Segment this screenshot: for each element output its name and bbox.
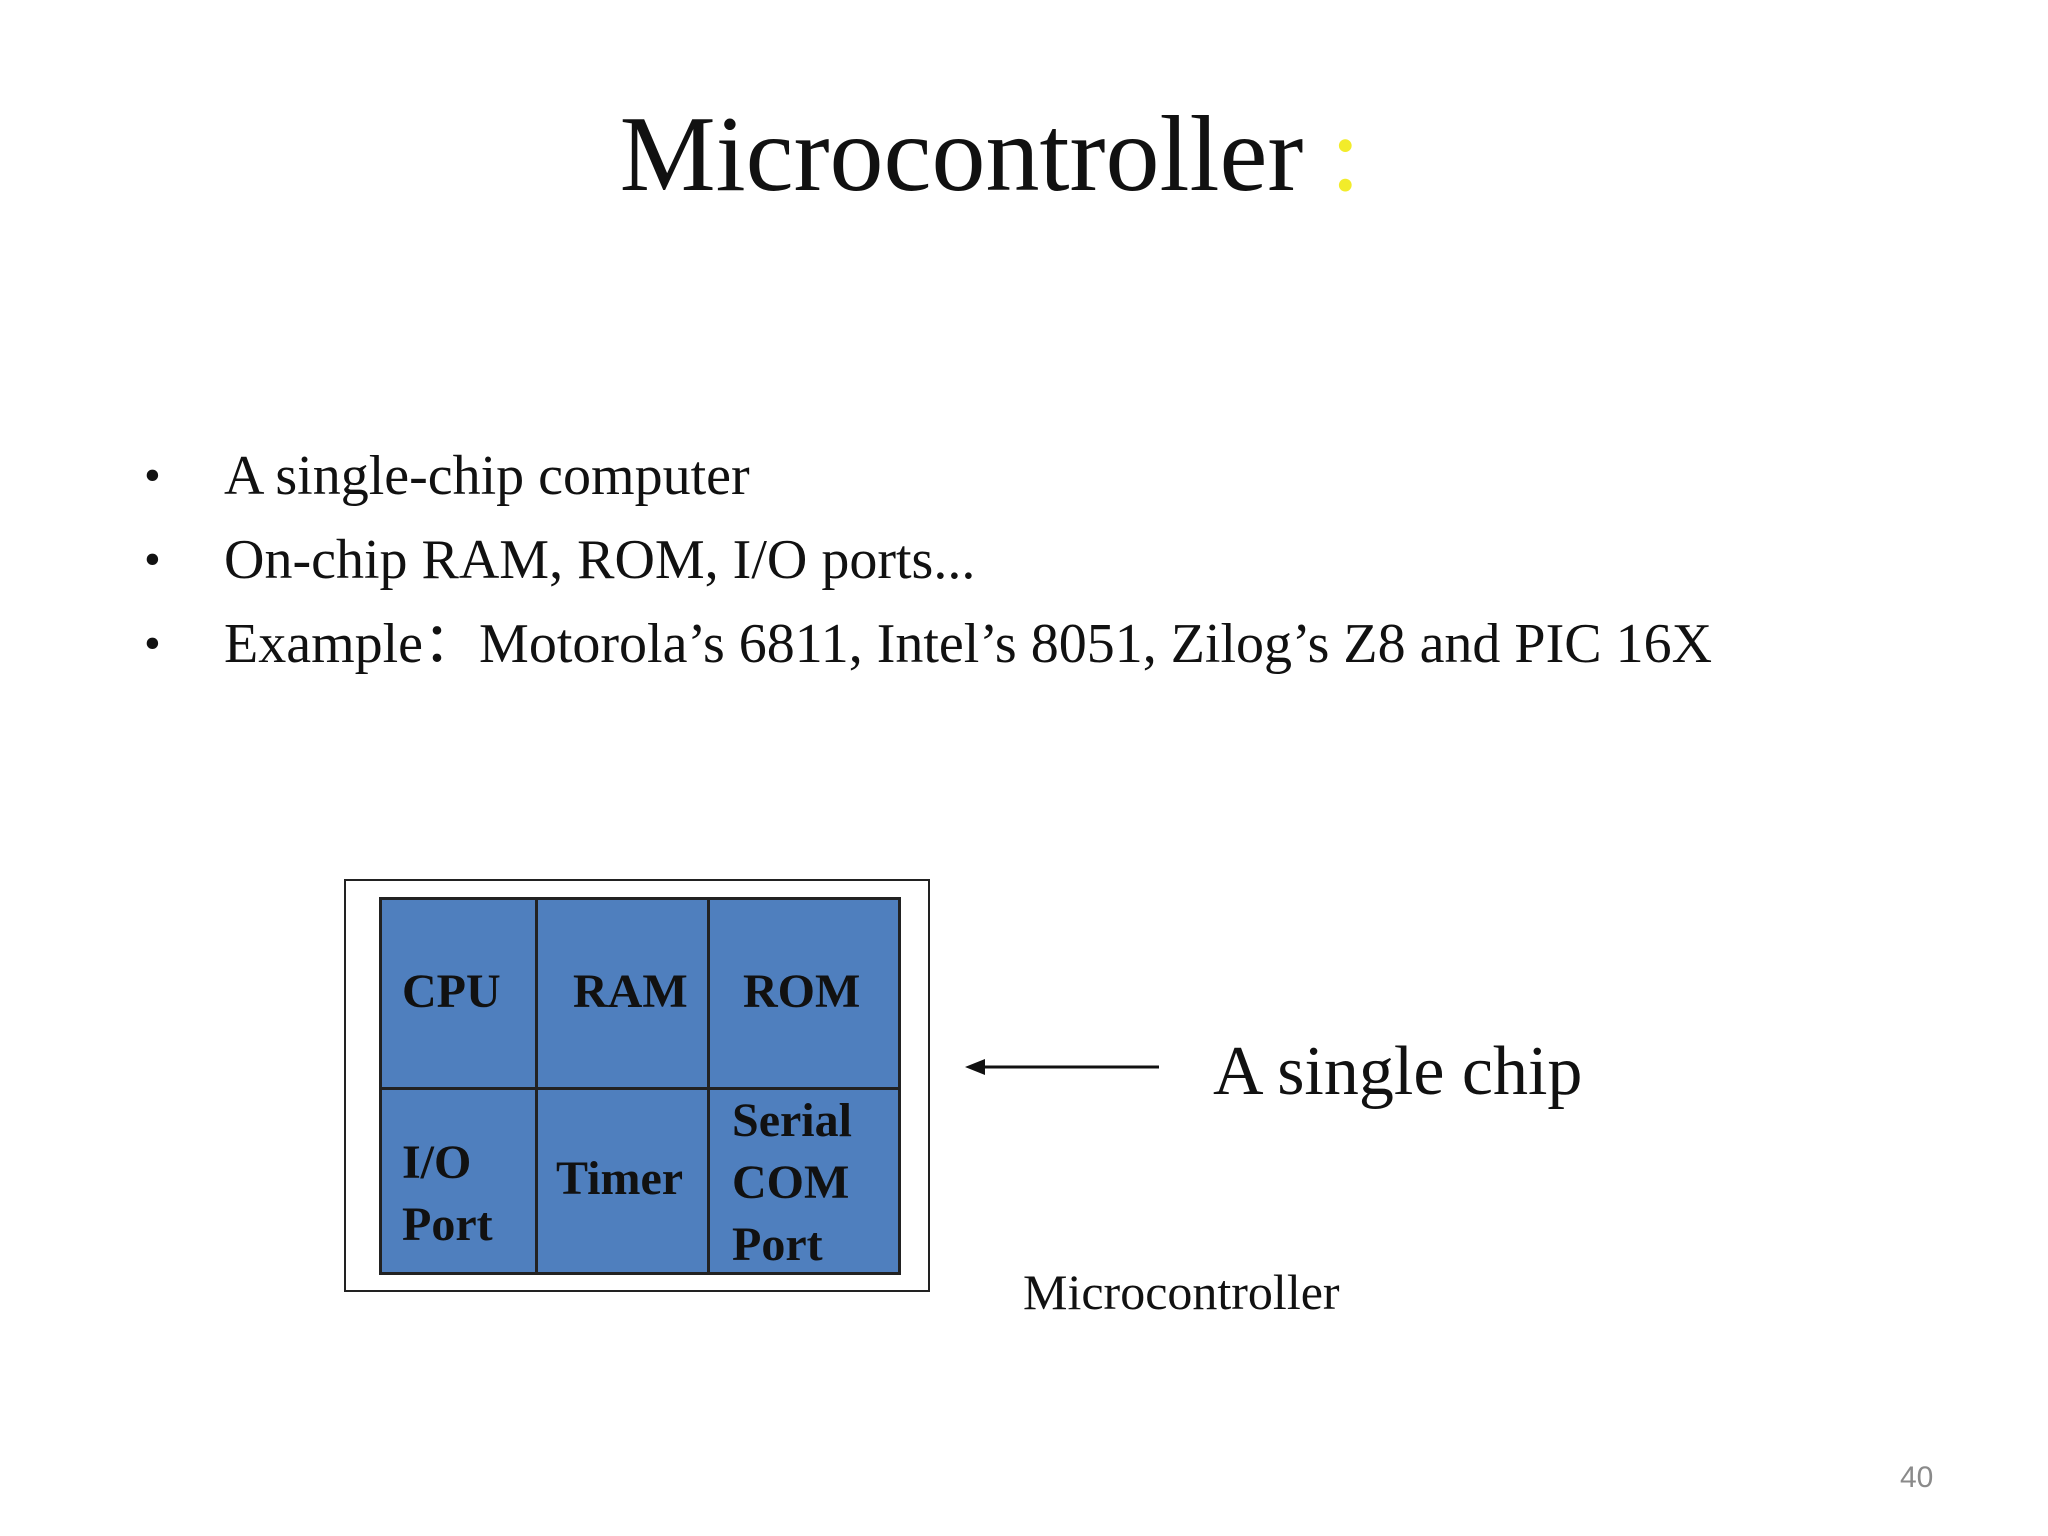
- bullet-item: • A single-chip computer: [140, 434, 1712, 518]
- serial-com-port-cell: Serial COM Port: [732, 1094, 852, 1271]
- bullet-dot-icon: •: [144, 533, 161, 586]
- cell-divider-horizontal: [382, 1087, 898, 1090]
- chip-block-diagram: CPU RAM ROM I/O Port Timer Serial COM Po…: [379, 897, 901, 1275]
- cell-divider-vertical: [707, 900, 710, 1272]
- cpu-cell: CPU: [402, 965, 501, 1018]
- page-number: 40: [1900, 1461, 1934, 1494]
- rom-cell: ROM: [743, 965, 861, 1018]
- bullet-item: • On-chip RAM, ROM, I/O ports...: [140, 518, 1712, 602]
- bullet-dot-icon: •: [144, 449, 161, 502]
- bullet-text: On-chip RAM, ROM, I/O ports...: [224, 529, 976, 591]
- left-arrow-icon: [965, 1059, 1159, 1075]
- ram-cell: RAM: [573, 965, 688, 1018]
- io-port-cell: I/O Port: [402, 1136, 493, 1251]
- bullet-text: Example：Motorola’s 6811, Intel’s 8051, Z…: [224, 613, 1713, 675]
- cell-divider-vertical: [535, 900, 538, 1272]
- bullet-text: A single-chip computer: [224, 445, 750, 507]
- chip-package-outline: [344, 879, 930, 1292]
- slide-title: Microcontroller :: [0, 90, 1980, 220]
- bullet-item: • Example：Motorola’s 6811, Intel’s 8051, …: [140, 602, 1712, 686]
- bullet-dot-icon: •: [144, 617, 161, 670]
- slide-title-colon: :: [1330, 95, 1361, 214]
- timer-cell: Timer: [556, 1152, 684, 1205]
- single-chip-label: A single chip: [1213, 1033, 1583, 1110]
- slide-title-text: Microcontroller: [619, 95, 1304, 214]
- bullet-list: • A single-chip computer • On-chip RAM, RO…: [140, 434, 1712, 686]
- diagram-caption: Microcontroller: [1023, 1264, 1340, 1320]
